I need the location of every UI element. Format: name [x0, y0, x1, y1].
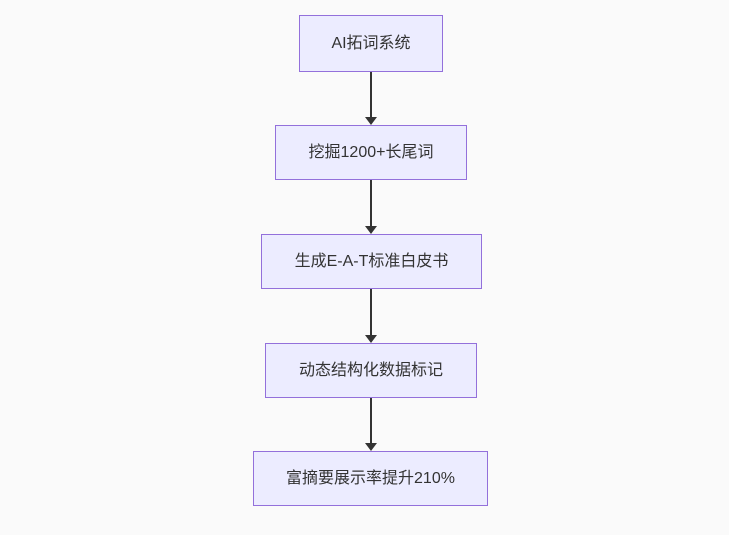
flow-node-ai-word-expansion-system: AI拓词系统: [299, 15, 443, 72]
flow-node-label: 挖掘1200+长尾词: [308, 143, 434, 161]
arrow-connector-d-e: [365, 398, 377, 451]
arrow-down-icon: [365, 335, 377, 343]
arrow-line: [370, 180, 372, 226]
flow-node-label: AI拓词系统: [331, 34, 411, 52]
flow-node-label: 生成E-A-T标准白皮书: [294, 252, 449, 270]
arrow-line: [370, 72, 372, 117]
arrow-line: [370, 289, 372, 335]
arrow-down-icon: [365, 226, 377, 234]
flow-node-mine-longtail-keywords: 挖掘1200+长尾词: [275, 125, 467, 180]
flow-node-rich-snippet-rate-increase: 富摘要展示率提升210%: [253, 451, 488, 506]
arrow-down-icon: [365, 443, 377, 451]
flow-node-label: 富摘要展示率提升210%: [286, 469, 455, 487]
flow-node-dynamic-structured-data-markup: 动态结构化数据标记: [265, 343, 477, 398]
flow-node-generate-eat-whitepaper: 生成E-A-T标准白皮书: [261, 234, 482, 289]
arrow-connector-a-b: [365, 72, 377, 125]
arrow-connector-b-c: [365, 180, 377, 234]
flow-node-label: 动态结构化数据标记: [298, 361, 443, 379]
arrow-connector-c-d: [365, 289, 377, 343]
arrow-line: [370, 398, 372, 443]
arrow-down-icon: [365, 117, 377, 125]
